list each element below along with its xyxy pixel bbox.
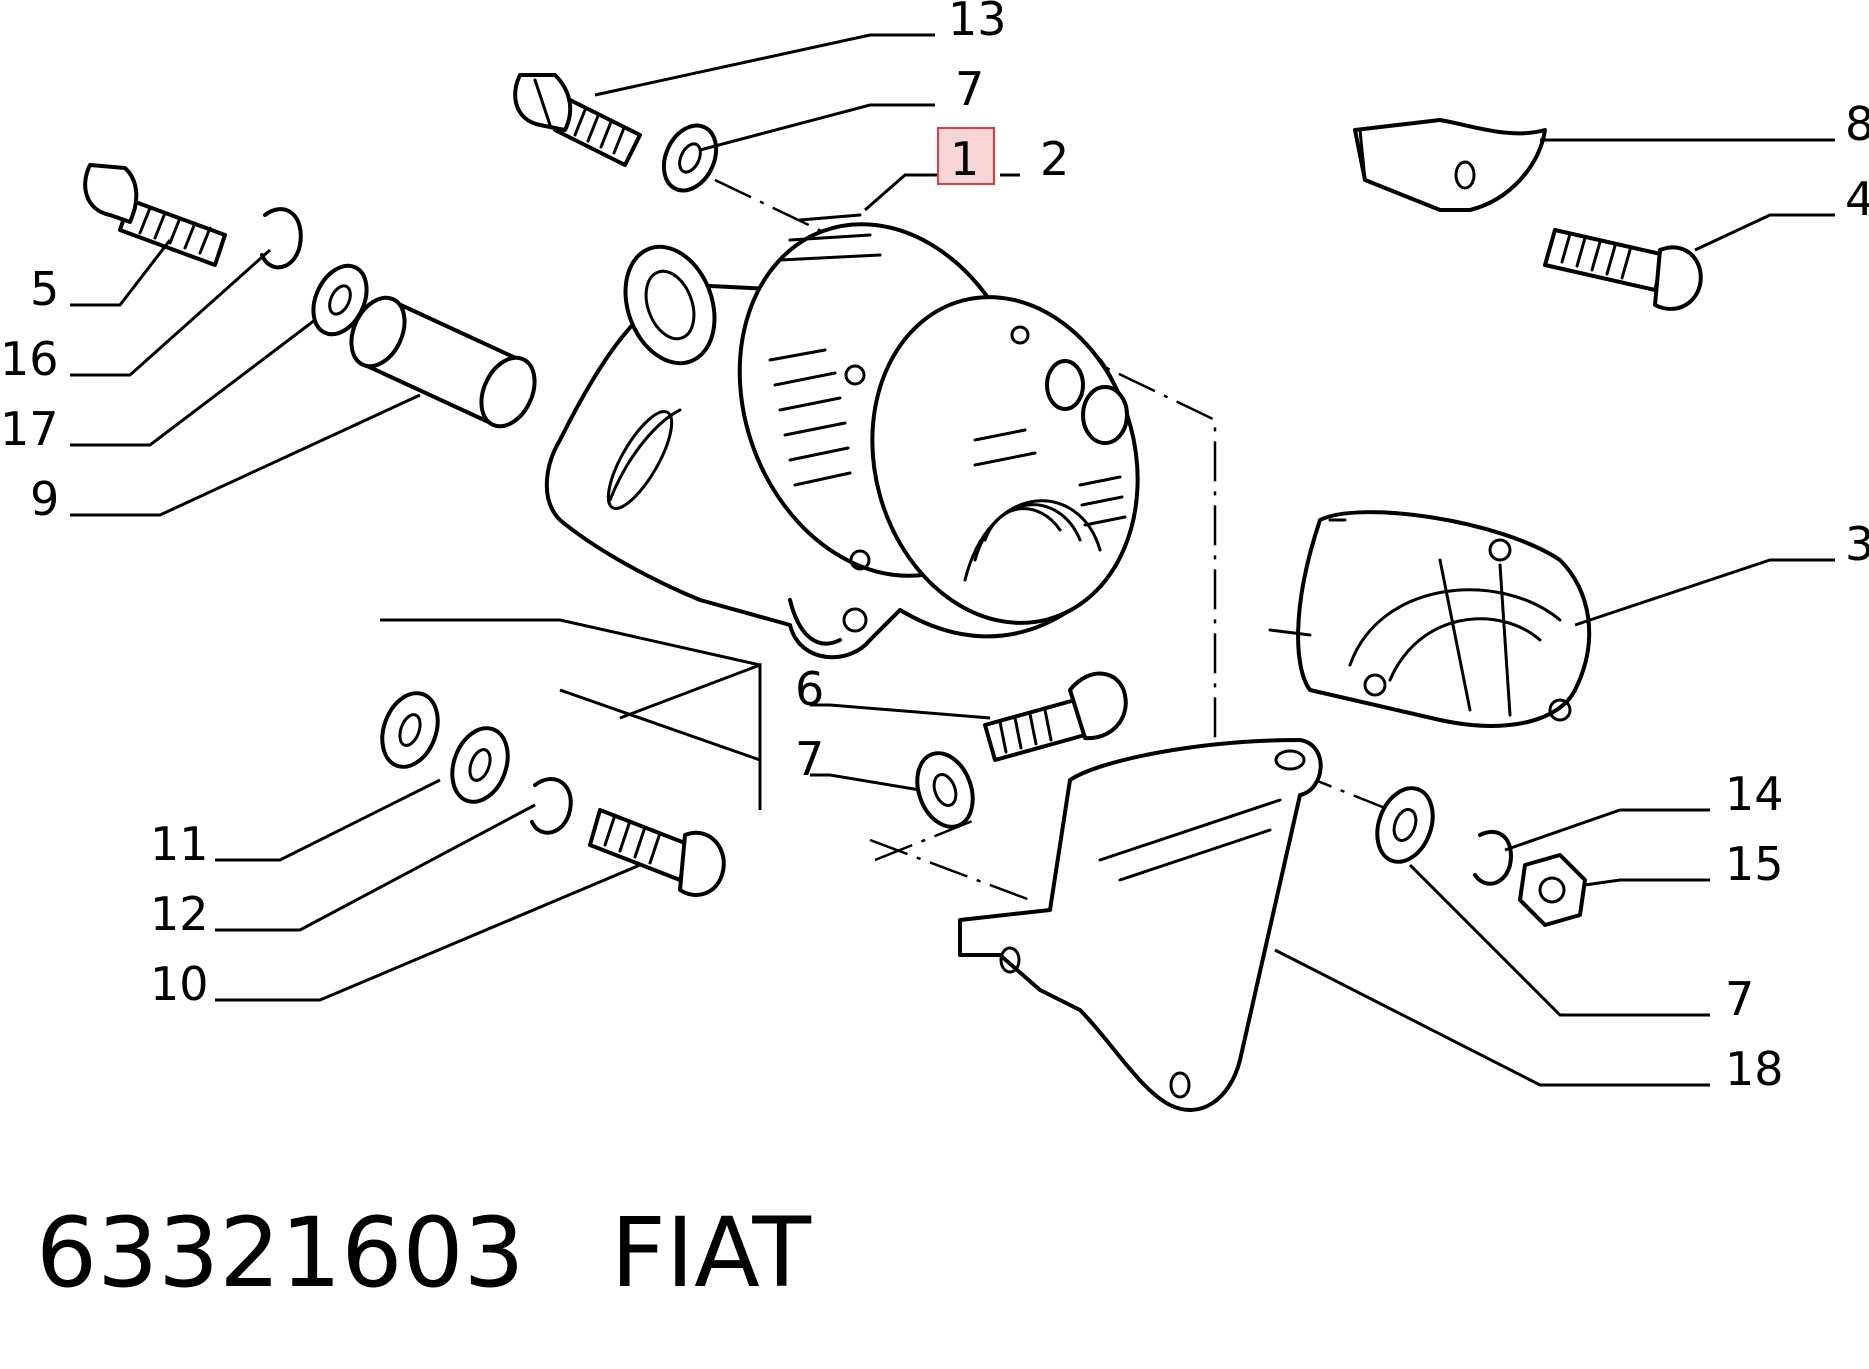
washer-7-right bbox=[1375, 786, 1435, 864]
callout-18[interactable]: 18 bbox=[1725, 1042, 1784, 1096]
nut-15 bbox=[1518, 853, 1587, 927]
callout-10[interactable]: 10 bbox=[150, 957, 209, 1011]
bolt-6 bbox=[983, 671, 1128, 762]
callout-2[interactable]: 2 bbox=[1040, 132, 1069, 186]
rear-cover-3 bbox=[1268, 510, 1592, 728]
spacer-9 bbox=[349, 295, 537, 429]
callout-14[interactable]: 14 bbox=[1725, 767, 1784, 821]
bolt-13 bbox=[513, 73, 642, 167]
washer-7-top bbox=[661, 123, 719, 193]
split-washer-14 bbox=[1473, 829, 1513, 886]
split-washer-12 bbox=[530, 777, 573, 835]
callout-6[interactable]: 6 bbox=[795, 662, 824, 716]
callout-13[interactable]: 13 bbox=[948, 0, 1007, 46]
callout-1[interactable]: 1 bbox=[950, 132, 979, 186]
selected-part-highlight[interactable] bbox=[937, 127, 995, 185]
bolt-5 bbox=[83, 163, 227, 267]
washer-7-middle bbox=[915, 751, 975, 829]
bracket-8 bbox=[1353, 118, 1547, 212]
bolt-4 bbox=[1543, 228, 1703, 311]
callout-4[interactable]: 4 bbox=[1845, 172, 1869, 226]
callout-16[interactable]: 16 bbox=[0, 332, 59, 386]
bolt-10 bbox=[588, 808, 726, 897]
washers-11 bbox=[380, 691, 510, 804]
callout-7-top[interactable]: 7 bbox=[955, 62, 984, 116]
part-number: 63321603 bbox=[36, 1197, 525, 1309]
callout-17[interactable]: 17 bbox=[0, 402, 59, 456]
callout-5[interactable]: 5 bbox=[30, 262, 59, 316]
callout-15[interactable]: 15 bbox=[1725, 837, 1784, 891]
callout-9[interactable]: 9 bbox=[30, 472, 59, 526]
split-washer-16 bbox=[260, 207, 303, 270]
callout-12[interactable]: 12 bbox=[150, 887, 209, 941]
leader-lines bbox=[70, 33, 1835, 1087]
callout-8[interactable]: 8 bbox=[1845, 97, 1869, 151]
callout-11[interactable]: 11 bbox=[150, 817, 209, 871]
part-caption: 63321603 FIAT bbox=[36, 1198, 811, 1308]
callout-7-right[interactable]: 7 bbox=[1725, 972, 1754, 1026]
callout-numbers: 13 7 1 2 8 4 5 16 17 9 3 6 7 14 15 7 11 … bbox=[0, 0, 1869, 1096]
bracket-18 bbox=[958, 738, 1323, 1112]
callout-3[interactable]: 3 bbox=[1845, 517, 1869, 571]
brand-name: FIAT bbox=[610, 1197, 812, 1309]
alternator bbox=[544, 213, 1140, 660]
callout-7-middle[interactable]: 7 bbox=[795, 732, 824, 786]
